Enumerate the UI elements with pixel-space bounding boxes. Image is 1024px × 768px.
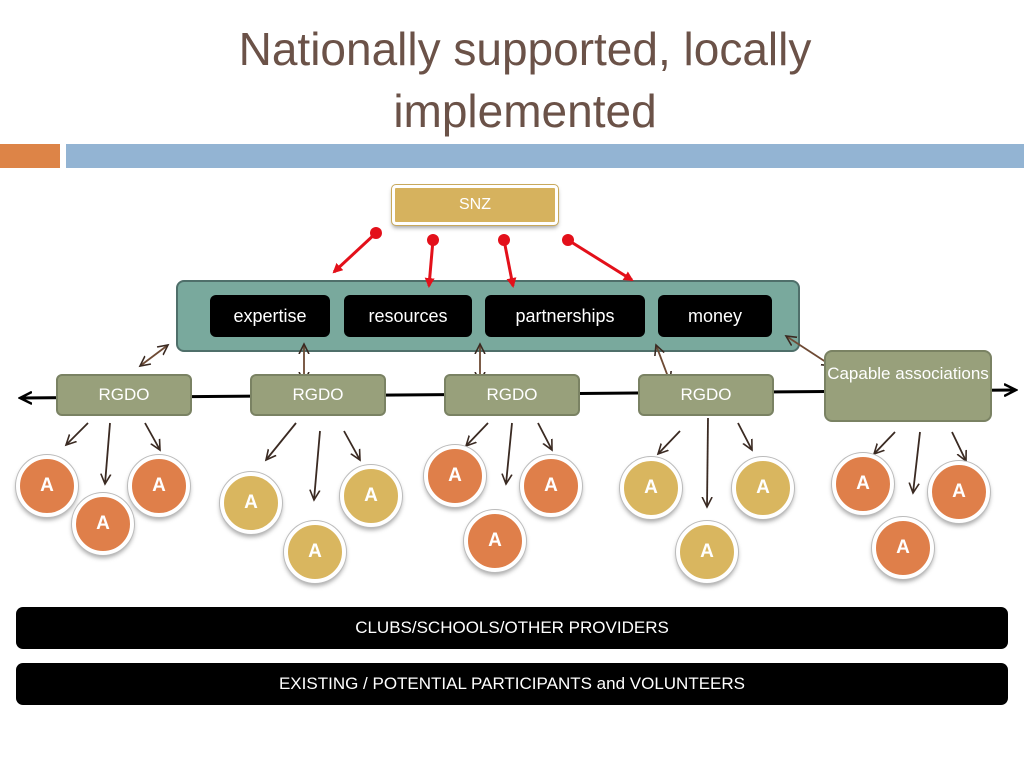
association-circle: A — [16, 455, 78, 517]
association-circle: A — [520, 455, 582, 517]
association-circle: A — [676, 521, 738, 583]
down-arrow — [537, 422, 552, 450]
participants-band: EXISTING / POTENTIAL PARTICIPANTS and VO… — [16, 663, 1008, 705]
rgdo-node-1: RGDO — [56, 374, 192, 416]
snz-arrows — [332, 227, 634, 288]
red-arrow — [502, 239, 517, 288]
down-arrow — [66, 422, 89, 445]
down-arrow — [658, 430, 681, 454]
association-circle: A — [424, 445, 486, 507]
providers-band: CLUBS/SCHOOLS/OTHER PROVIDERS — [16, 607, 1008, 649]
association-circle: A — [928, 461, 990, 523]
snz-node: SNZ — [391, 184, 559, 226]
slide-title: Nationally supported, locally implemente… — [238, 23, 812, 137]
association-circle: A — [832, 453, 894, 515]
offering-expertise: expertise — [210, 295, 330, 337]
down-arrow — [266, 422, 297, 460]
offering-partnerships: partnerships — [485, 295, 645, 337]
offering-resources: resources — [344, 295, 472, 337]
association-circle: A — [464, 510, 526, 572]
rgdo-node-4: RGDO — [638, 374, 774, 416]
association-circle: A — [284, 521, 346, 583]
association-circle: A — [72, 493, 134, 555]
association-circle: A — [220, 472, 282, 534]
down-arrow — [466, 422, 489, 446]
accent-bar-orange — [0, 144, 60, 168]
down-arrow — [874, 431, 896, 454]
association-circle: A — [732, 457, 794, 519]
association-circle: A — [872, 517, 934, 579]
down-arrow — [506, 422, 513, 484]
down-arrow — [737, 422, 752, 450]
down-arrow — [144, 422, 160, 450]
rgdo-down-arrows — [66, 417, 966, 507]
association-circle: A — [620, 457, 682, 519]
rgdo-node-2: RGDO — [250, 374, 386, 416]
down-arrow — [105, 422, 110, 484]
down-arrow — [707, 417, 708, 507]
accent-bar-blue — [66, 144, 1024, 168]
association-circle: A — [128, 455, 190, 517]
down-arrow — [343, 430, 360, 460]
capable-associations-node: Capable associations — [824, 350, 992, 422]
down-arrow — [913, 431, 921, 493]
rgdo-node-3: RGDO — [444, 374, 580, 416]
down-arrow — [314, 430, 321, 500]
red-arrow — [567, 238, 634, 282]
red-arrow — [332, 231, 378, 274]
down-arrow — [951, 431, 966, 461]
offering-money: money — [658, 295, 772, 337]
red-arrow — [424, 239, 435, 288]
association-circle: A — [340, 465, 402, 527]
bidirectional-arrow — [140, 345, 168, 366]
